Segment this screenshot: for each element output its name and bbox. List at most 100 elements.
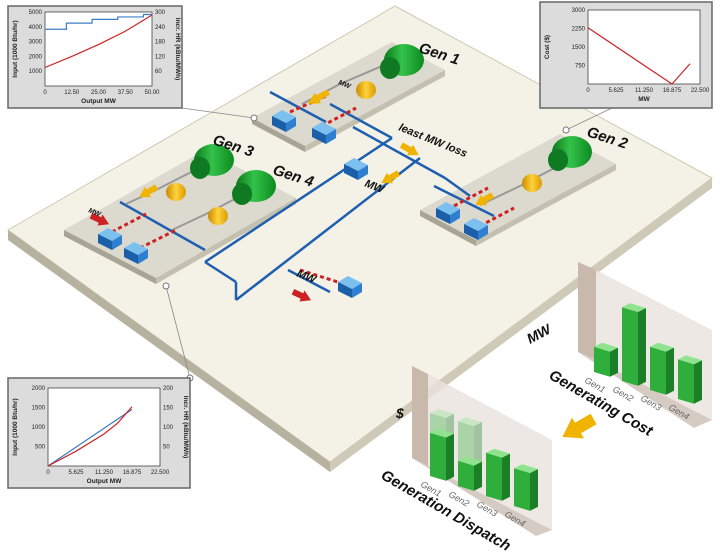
gen4-generator [232, 170, 276, 205]
y-tick-label: 500 [35, 445, 46, 451]
bar [678, 355, 702, 404]
bar-top [486, 448, 510, 458]
bar-side [610, 347, 618, 377]
x-tick-label: 0 [46, 470, 50, 476]
plot-area [44, 11, 153, 87]
x-axis-label: MW [638, 96, 650, 103]
y-tick-label: 3000 [29, 40, 43, 46]
y-tick-label: 2000 [32, 386, 46, 392]
x-tick-label: 0 [43, 90, 47, 96]
y-tick-label: 1000 [32, 425, 46, 431]
series-line [47, 406, 133, 467]
y2-tick-label: 100 [163, 425, 174, 431]
bar-top [594, 342, 618, 352]
mw-label-gen3: MW [87, 207, 102, 219]
x-tick-label: 16.875 [123, 470, 142, 476]
bar-side [474, 461, 482, 491]
bar-top [458, 417, 482, 426]
x-tick-label: 5.625 [68, 470, 84, 476]
gen1-generator [380, 44, 424, 79]
bar-top [622, 303, 646, 312]
flow-arrows [89, 89, 597, 439]
bar-top [430, 409, 454, 418]
x-tick-label: 37.50 [118, 90, 134, 96]
load-boxes [98, 110, 488, 298]
x-axis-label: Output MW [81, 98, 117, 105]
bar-front [678, 359, 694, 404]
series-line [47, 408, 133, 467]
bar [594, 342, 618, 377]
leader-lines [165, 107, 613, 379]
cost-curve-chart: 0 5.625 11.250 16.875 22.500 750 1500 2250 3000M… [539, 1, 713, 109]
y-tick-label: 5000 [29, 10, 43, 16]
y2-tick-label: 150 [163, 406, 174, 412]
y-tick-label: 4000 [29, 25, 43, 31]
x-tick-label: 50.00 [144, 90, 160, 96]
y2-tick-label: 240 [155, 25, 166, 31]
series-line [45, 13, 152, 30]
bar-front [650, 346, 666, 395]
y2-axis-label: Incr. HR (kBtu/MWh) [182, 396, 189, 458]
bar [622, 303, 646, 386]
bar-front [594, 346, 610, 377]
y-tick-label: 2000 [29, 54, 43, 60]
input-output-curve-chart: 0 12.50 25.00 37.50 50.00 1000 2000 3000 4000 500… [7, 5, 183, 109]
x-tick-label: 0 [586, 88, 590, 94]
chart-panel [7, 5, 183, 109]
series-line [587, 27, 691, 85]
y2-tick-label: 60 [155, 69, 162, 75]
bar-top [678, 355, 702, 365]
x-tick-label: 12.50 [64, 90, 80, 96]
y-tick-label: 1000 [29, 69, 43, 75]
bar-front [458, 460, 474, 491]
y-tick-label: 2250 [572, 27, 586, 33]
bar-side [530, 469, 538, 511]
y2-tick-label: 200 [163, 386, 174, 392]
y2-tick-label: 180 [155, 40, 166, 46]
y2-tick-label: 50 [163, 445, 170, 451]
bar-side [502, 453, 510, 501]
gen3-generator [190, 144, 234, 179]
y-axis-label: Input (1000 Btu/hr) [12, 20, 19, 77]
plot-area [587, 9, 701, 85]
dashed-connectors [111, 94, 515, 286]
x-tick-label: 11.250 [635, 88, 654, 94]
turbines [166, 81, 542, 225]
bar-front [430, 432, 446, 481]
x-axis-label: Output MW [87, 478, 123, 485]
y2-tick-label: 120 [155, 54, 166, 60]
y-tick-label: 750 [575, 64, 586, 70]
bar [430, 428, 454, 481]
bar [650, 342, 674, 395]
x-tick-label: 5.625 [608, 88, 624, 94]
y-axis-label: $ [395, 405, 404, 421]
bar-front [622, 307, 638, 386]
y-axis-label: Cost ($) [544, 35, 551, 59]
x-tick-label: 16.875 [663, 88, 682, 94]
bar [458, 456, 482, 491]
y-tick-label: 1500 [572, 45, 586, 51]
incremental-heat-rate-chart: 0 5.625 11.250 16.875 22.500 500 1000 1500 2000 5… [7, 377, 191, 489]
x-tick-label: 25.00 [91, 90, 107, 96]
bar-top [650, 342, 674, 352]
bar-top [514, 464, 538, 473]
y-tick-label: 1500 [32, 406, 46, 412]
bar-side [446, 433, 454, 481]
bar-front [514, 468, 530, 511]
bar-top [430, 428, 454, 438]
bar-side [638, 308, 646, 386]
y-axis-label: Input (1000 Btu/hr) [12, 398, 19, 455]
x-tick-label: 11.250 [95, 470, 114, 476]
bar [514, 464, 538, 511]
bar-side [694, 360, 702, 404]
y2-axis-label: Incr. HR (kBtu/MWh) [174, 18, 181, 80]
bar-front [486, 452, 502, 501]
mw-label-gen1: MW [337, 79, 352, 91]
wall-side [412, 366, 428, 466]
y2-tick-label: 300 [155, 10, 166, 16]
x-tick-label: 22.500 [691, 88, 710, 94]
x-tick-label: 22.500 [151, 470, 170, 476]
wall-side [578, 262, 596, 360]
y-tick-label: 3000 [572, 8, 586, 14]
